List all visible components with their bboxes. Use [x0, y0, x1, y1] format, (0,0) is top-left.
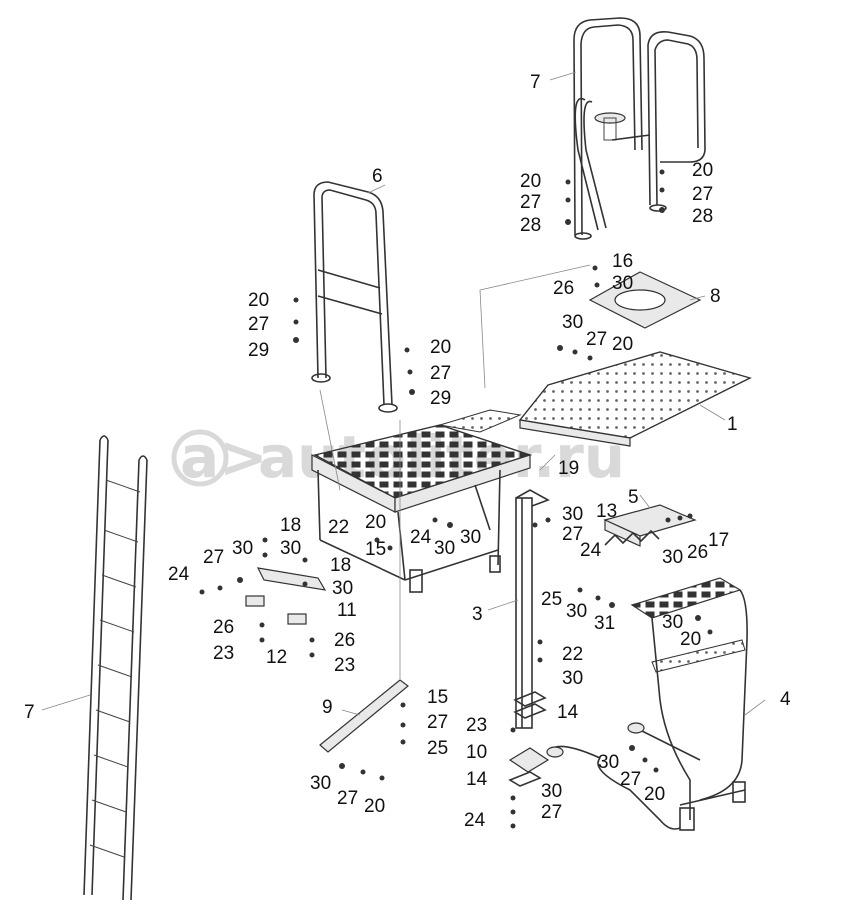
callout-12: 12: [266, 647, 287, 668]
platform-part-1: [518, 351, 752, 447]
spring-washer-part-14: [508, 691, 547, 787]
svg-text:a>: a>: [180, 423, 268, 491]
callout-20: 20: [612, 334, 633, 355]
callout-30: 30: [562, 312, 583, 333]
callout-10: 10: [466, 742, 487, 763]
callout-32: 30: [562, 668, 583, 689]
callout-27: 27: [586, 329, 607, 350]
callout-20: 20: [644, 784, 665, 805]
post-part-3: [515, 489, 550, 729]
callout-9: 9: [322, 697, 333, 718]
pads-part-12: [245, 595, 307, 625]
callout-28: 30: [566, 601, 587, 622]
spring-part-13: [604, 529, 660, 546]
callout-30: 30: [562, 504, 583, 525]
callout-1: 1: [727, 414, 738, 435]
callout-30: 30: [232, 538, 253, 559]
callout-20: 20: [520, 171, 541, 192]
callout-27: 27: [541, 802, 562, 823]
callout-20: 20: [680, 629, 701, 650]
handrail-part-6: [311, 181, 398, 413]
callout-30: 28: [692, 206, 713, 227]
callout-30: 30: [310, 773, 331, 794]
callout-30: 28: [520, 215, 541, 236]
step-ladder-part-4: [546, 577, 748, 831]
washer-part-10: [508, 747, 550, 773]
callout-19: 19: [558, 458, 579, 479]
leader-lines: [41, 71, 766, 716]
callout-20: 20: [365, 512, 386, 533]
callout-27: 27: [562, 524, 583, 545]
callout-20: 20: [692, 160, 713, 181]
callout-16: 16: [612, 251, 633, 272]
callout-33: 31: [594, 613, 615, 634]
callout-2: 7: [530, 72, 541, 93]
callout-17: 17: [708, 530, 729, 551]
callout-23: 23: [213, 643, 234, 664]
callout-20: 20: [430, 337, 451, 358]
callout-26: 26: [553, 278, 574, 299]
frame-with-grating: [311, 409, 533, 593]
clamp-part-11: [256, 567, 327, 591]
callout-31: 30: [662, 547, 683, 568]
callout-22: 22: [328, 517, 349, 538]
callout-27: 27: [692, 184, 713, 205]
callout-32: 30: [541, 781, 562, 802]
callout-21: 22: [562, 644, 583, 665]
strut-part-9: [319, 679, 409, 753]
callout-30: 29: [430, 388, 451, 409]
callout-20: 20: [248, 290, 269, 311]
callout-20: 20: [364, 796, 385, 817]
callout-5: 5: [628, 487, 639, 508]
callout-28: 30: [434, 538, 455, 559]
callout-26: 26: [334, 630, 355, 651]
callout-29: 30: [280, 538, 301, 559]
callout-24: 24: [580, 540, 602, 561]
callout-24: 24: [464, 810, 486, 831]
handrail-part-2: [573, 17, 706, 240]
callout-27: 27: [520, 192, 541, 213]
callout-26: 26: [687, 542, 708, 563]
callout-7: 7: [24, 702, 35, 723]
callout-27: 27: [427, 712, 448, 733]
callout-4: 4: [780, 689, 791, 710]
plate-part-8: [588, 271, 702, 329]
callout-13: 13: [596, 501, 617, 522]
callout-14: 14: [557, 702, 579, 723]
callout-24: 24: [410, 527, 432, 548]
callout-18: 18: [280, 515, 301, 536]
callout-6: 6: [372, 166, 383, 187]
ladder-part-7: [83, 435, 148, 901]
callout-27: 27: [248, 314, 269, 335]
callout-30: 29: [248, 340, 269, 361]
callout-18: 18: [330, 555, 351, 576]
callout-25: 25: [541, 589, 562, 610]
bracket-part-5: [603, 504, 697, 547]
callout-27: 27: [203, 547, 224, 568]
callout-27: 27: [337, 788, 358, 809]
callout-14: 14: [466, 769, 488, 790]
callout-27: 27: [620, 769, 641, 790]
callout-23: 23: [334, 655, 355, 676]
callout-27: 27: [430, 363, 451, 384]
callout-24: 25: [427, 738, 448, 759]
callout-29: 30: [332, 578, 353, 599]
callout-22: 23: [466, 715, 487, 736]
fastener-dots: [199, 169, 713, 829]
callout-30: 30: [460, 527, 481, 548]
callout-11: 11: [337, 600, 357, 621]
callout-15: 15: [427, 687, 448, 708]
callout-31: 30: [612, 273, 633, 294]
callout-30: 30: [662, 612, 683, 633]
callout-26: 26: [213, 617, 234, 638]
callout-15: 15: [365, 539, 386, 560]
callout-3: 3: [472, 604, 483, 625]
callout-labels: 7 6 1 8 3 4 7 9 5 13 20 27 28 20 27 28 2…: [24, 72, 791, 831]
callout-8: 8: [710, 286, 721, 307]
callout-24: 24: [168, 564, 190, 585]
callout-30: 30: [598, 752, 619, 773]
